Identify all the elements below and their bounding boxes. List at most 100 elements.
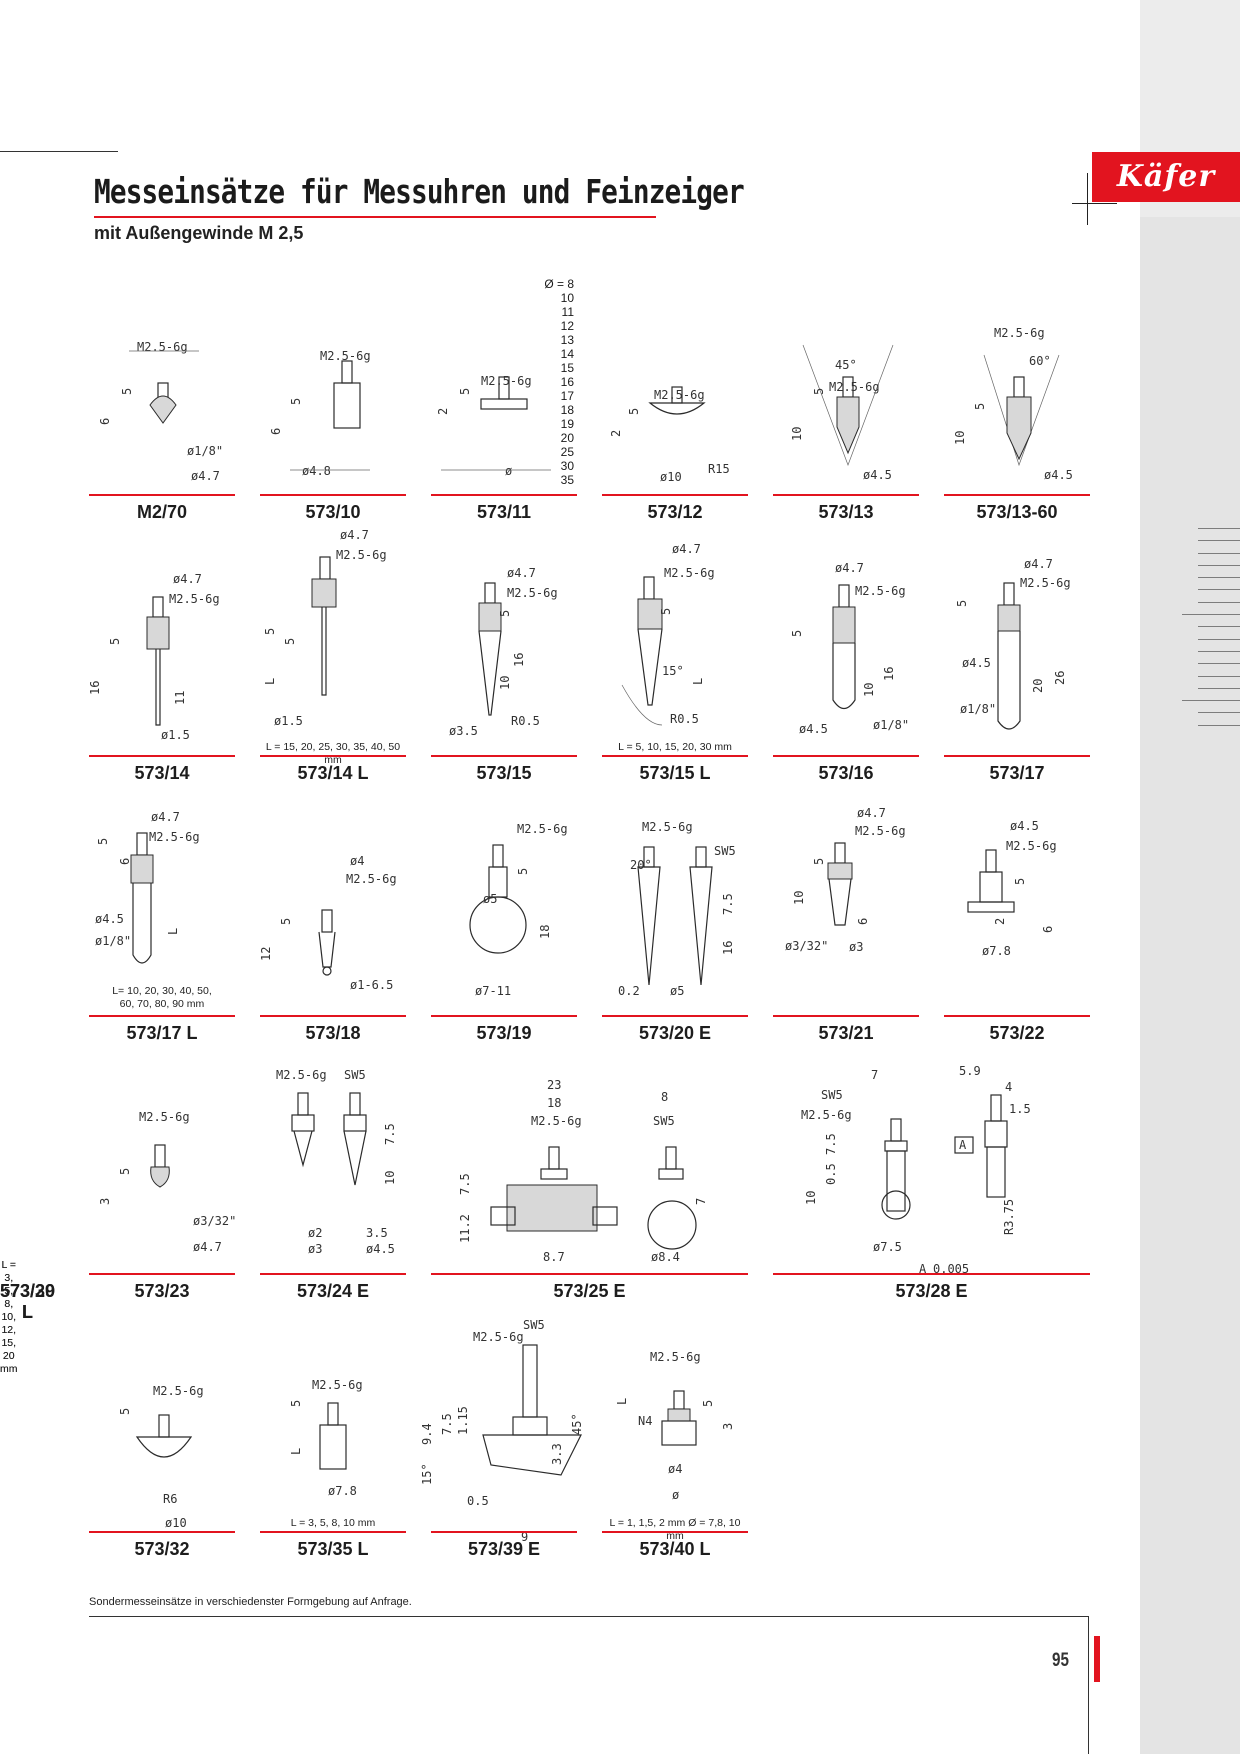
dimension-label: 6: [269, 428, 283, 435]
dimension-label: M2.5-6g: [473, 1330, 524, 1344]
dimension-label: M2.5-6g: [829, 380, 880, 394]
diameter-list-label: Ø = 8: [544, 277, 574, 291]
row-underline: [944, 755, 1090, 757]
chapter-index-marks: [1182, 528, 1240, 737]
row-underline: [773, 755, 919, 757]
dimension-label: 8.7: [543, 1250, 565, 1264]
dimension-label: 9.4: [420, 1423, 434, 1445]
row-underline: [602, 755, 748, 757]
dimension-label: L: [691, 678, 705, 685]
dimension-label: 5: [1013, 878, 1027, 885]
product-model: 573/25 E: [553, 1281, 626, 1301]
dimension-label: 23: [547, 1078, 561, 1092]
dimension-label: 10: [383, 1171, 397, 1185]
dimension-label: 7: [871, 1068, 878, 1082]
product-model: 573/14: [134, 763, 190, 783]
product-model: 573/39 E: [467, 1539, 541, 1559]
dimension-label: M2.5-6g: [346, 872, 397, 886]
dimension-label: ø7.8: [328, 1484, 357, 1498]
dimension-label: ø3/32": [785, 939, 828, 953]
row-underline: [602, 1531, 748, 1533]
length-options: L = 3, 5, 8, 10, 12, 15, 20 mm: [0, 1259, 18, 1375]
row-underline: [260, 1531, 406, 1533]
row-underline: [773, 1015, 919, 1017]
dimension-label: ø5: [20, 1180, 34, 1194]
dimension-label: 18: [538, 925, 552, 939]
crop-mark-horizontal: [1072, 203, 1117, 204]
product-model: 573/21: [818, 1023, 874, 1043]
footnote: Sondermesseinsätze in verschiedenster Fo…: [89, 1596, 412, 1608]
product-model: 573/13: [818, 502, 874, 522]
dimension-label: M2.5-6g: [994, 326, 1045, 340]
dimension-label: 5: [263, 628, 277, 635]
row-underline: [773, 494, 919, 496]
length-options: L= 10, 20, 30, 40, 50, 60, 70, 80, 90 mm: [112, 985, 212, 1010]
dimension-label: 5: [790, 630, 804, 637]
product-model: 573/12: [647, 502, 703, 522]
dimension-label: ø4.5: [95, 912, 124, 926]
product-model: 573/10: [305, 502, 361, 522]
dimension-label: 2: [436, 408, 450, 415]
dimension-label: 1.15: [456, 1406, 470, 1435]
product-model: 573/30 L: [0, 1281, 56, 1322]
dimension-label: 7.5: [721, 893, 735, 915]
dimension-label: M2.5-6g: [336, 548, 387, 562]
footer-rule-vertical: [1088, 1616, 1089, 1754]
dimension-label: R0.5: [511, 714, 540, 728]
length-options: L = 3, 5, 8, 10, 12, 15, 20 mm: [0, 1259, 18, 1375]
dimension-label: 3: [19, 1148, 33, 1155]
dimension-label: 6: [118, 858, 132, 865]
row-underline: [89, 1531, 235, 1533]
dimension-label: 5.9: [959, 1064, 981, 1078]
dimension-label: 5: [812, 858, 826, 865]
dimension-label: 15°: [662, 664, 684, 678]
diameter-list-value: 11: [561, 305, 574, 319]
dimension-label: L: [73, 1188, 87, 1195]
dimension-label: 0.005: [933, 1262, 969, 1276]
dimension-label: R3.75: [1002, 1199, 1016, 1235]
dimension-label: 5: [701, 1400, 715, 1407]
dimension-label: M2.5-6g: [507, 586, 558, 600]
dimension-label: ø1/8": [960, 702, 996, 716]
dimension-label: 5: [17, 1128, 31, 1135]
product-model: 573/17 L: [126, 1023, 198, 1043]
dimension-label: 20°: [630, 858, 652, 872]
dimension-label: ø1-6.5: [350, 978, 393, 992]
dimension-label: ø3: [308, 1242, 322, 1256]
row-underline: [944, 494, 1090, 496]
diameter-list-value: 18: [560, 403, 574, 417]
dimension-label: 7: [694, 1198, 708, 1205]
dimension-label: ø10: [165, 1516, 187, 1530]
dimension-label: ø4.5: [1044, 468, 1073, 482]
dimension-label: 5: [659, 608, 673, 615]
diameter-list-value: 15: [560, 361, 574, 375]
dimension-label: ø4.7: [173, 572, 202, 586]
dimension-label: 10: [953, 431, 967, 445]
diameter-list-value: 16: [560, 375, 574, 389]
product-model: 573/11: [476, 502, 532, 522]
dimension-label: ø4.7: [340, 528, 369, 542]
product-model: 573/32: [134, 1539, 190, 1559]
dimension-label: R6: [163, 1492, 177, 1506]
dimension-label: R15: [708, 462, 730, 476]
dimension-label: R0.5: [670, 712, 699, 726]
